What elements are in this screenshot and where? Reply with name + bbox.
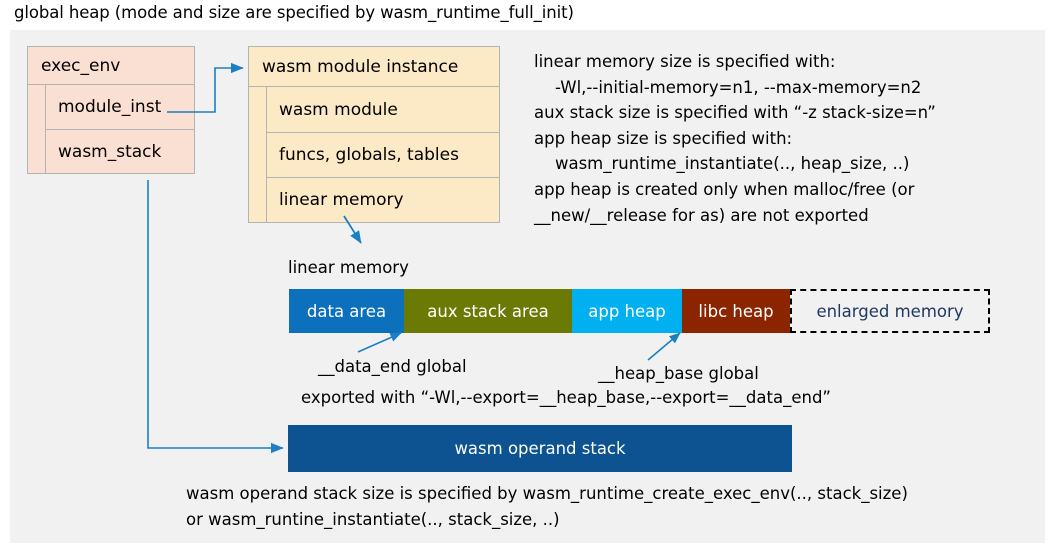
wasm-module-instance-fields: wasm module funcs, globals, tables linea… bbox=[267, 87, 499, 222]
linear-memory-notes: linear memory size is specified with: -W… bbox=[534, 52, 936, 225]
module-field-wasm-module: wasm module bbox=[279, 99, 398, 120]
annotation-heap-base: __heap_base global bbox=[598, 364, 759, 383]
wasm-module-instance-body: wasm module funcs, globals, tables linea… bbox=[249, 87, 499, 222]
wasm-module-instance-header: wasm module instance bbox=[249, 47, 499, 87]
exec-env-gutter bbox=[28, 85, 46, 173]
exec-env-body: module_inst wasm_stack bbox=[28, 85, 194, 173]
module-field-linear-memory: linear memory bbox=[267, 177, 499, 222]
memory-segment-aux-stack-area: aux stack area bbox=[404, 289, 572, 333]
memory-segment-app-heap: app heap bbox=[572, 289, 682, 333]
operand-stack-note: wasm operand stack size is specified by … bbox=[186, 484, 908, 529]
exec-env-fields: module_inst wasm_stack bbox=[46, 85, 194, 173]
exec-env-field-module-inst: module_inst bbox=[58, 97, 162, 117]
module-field-funcs-globals-tables: funcs, globals, tables bbox=[267, 132, 499, 177]
memory-segment-libc-heap: libc heap bbox=[682, 289, 790, 333]
wasm-module-instance-box: wasm module instance wasm module funcs, … bbox=[248, 46, 500, 223]
wasm-operand-stack-box: wasm operand stack bbox=[288, 425, 792, 472]
annotation-exported-with: exported with “-Wl,--export=__heap_base,… bbox=[301, 388, 831, 407]
wasm-module-instance-gutter bbox=[249, 87, 267, 222]
memory-segment-data-area: data area bbox=[289, 289, 404, 333]
exec-env-header: exec_env bbox=[28, 47, 194, 85]
linear-memory-label: linear memory bbox=[288, 258, 409, 277]
exec-env-box: exec_env module_inst wasm_stack bbox=[27, 46, 195, 174]
linear-memory-bar: data area aux stack area app heap libc h… bbox=[289, 289, 990, 333]
memory-segment-enlarged-memory: enlarged memory bbox=[790, 289, 990, 333]
exec-env-field-wasm-stack: wasm_stack bbox=[46, 129, 194, 173]
diagram-title: global heap (mode and size are specified… bbox=[14, 3, 574, 22]
annotation-data-end: __data_end global bbox=[318, 357, 467, 376]
